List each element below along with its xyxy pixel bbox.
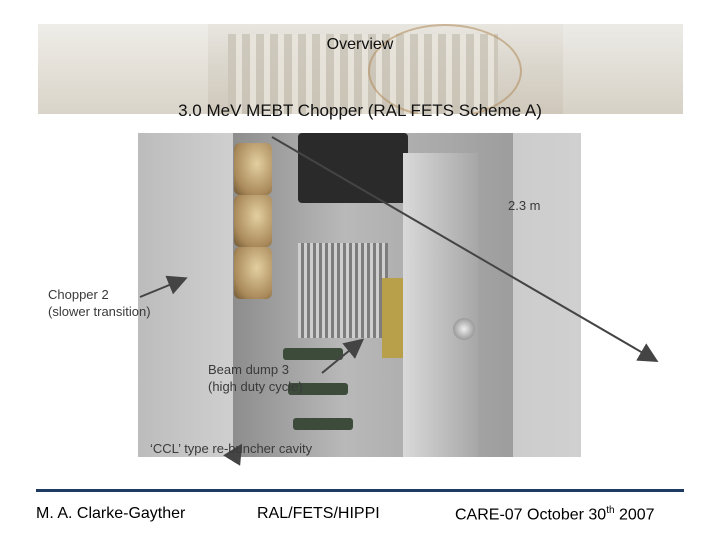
beam-dump-label-line1: Beam dump 3 xyxy=(208,362,289,377)
footer-event-sup: th xyxy=(606,505,615,516)
heatsink xyxy=(298,243,388,338)
resistor xyxy=(288,383,348,395)
slide-overview-title: Overview xyxy=(326,36,394,53)
chopper2-label: Chopper 2 (slower transition) xyxy=(48,286,151,320)
distance-label: 2.3 m xyxy=(508,198,541,213)
capacitor xyxy=(234,195,272,247)
footer-event-prefix: CARE-07 October 30 xyxy=(455,506,607,524)
footer-event-suffix: 2007 xyxy=(614,506,655,524)
footer-affiliation: RAL/FETS/HIPPI xyxy=(257,505,380,522)
header-photo xyxy=(38,24,683,114)
footer-event: CARE-07 October 30th 2007 xyxy=(455,505,655,524)
slide-main-title: 3.0 MeV MEBT Chopper (RAL FETS Scheme A) xyxy=(178,101,542,120)
chopper-photo xyxy=(138,133,581,457)
resistor xyxy=(283,348,343,360)
beam-dump-label: Beam dump 3 (high duty cycle) xyxy=(208,361,303,395)
resistor xyxy=(293,418,353,430)
rf-connector xyxy=(453,318,475,340)
ccl-label: ‘CCL’ type re-buncher cavity xyxy=(150,441,313,456)
beam-dump-label-line2: (high duty cycle) xyxy=(208,379,303,394)
header-photo-panel-right xyxy=(563,24,683,114)
cooling-fan xyxy=(298,133,408,203)
footer-rule xyxy=(36,489,684,492)
chopper2-label-line2: (slower transition) xyxy=(48,304,151,319)
header-photo-cable xyxy=(368,24,522,114)
header-photo-panel-left xyxy=(38,24,208,114)
capacitor xyxy=(234,143,272,195)
capacitor xyxy=(234,247,272,299)
footer-author: M. A. Clarke-Gayther xyxy=(36,505,186,522)
chopper2-label-line1: Chopper 2 xyxy=(48,287,109,302)
side-panel xyxy=(403,153,478,457)
